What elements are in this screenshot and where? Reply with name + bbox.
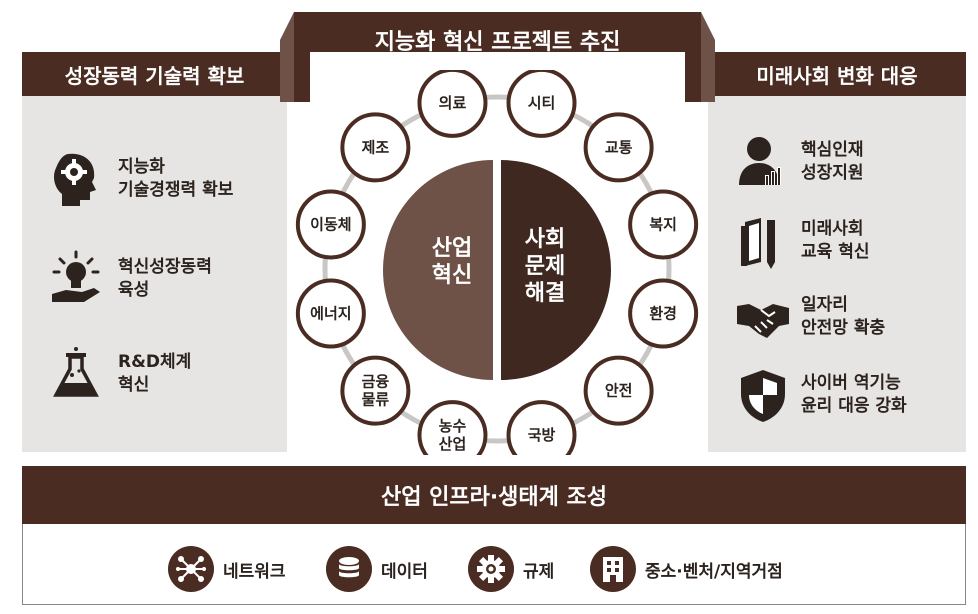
shield-icon <box>741 370 785 422</box>
wheel-node <box>295 278 366 349</box>
gear-icon <box>468 546 514 592</box>
industry-half <box>383 160 493 380</box>
wheel-node-label: 제조 <box>362 138 390 156</box>
right-item-label: 핵심인재 성장지원 <box>801 140 864 183</box>
flask-icon <box>53 347 99 397</box>
right-item-education: 미래사회 교육 혁신 <box>735 214 869 270</box>
wheel-node <box>628 189 699 260</box>
wheel-node <box>340 355 411 426</box>
wheel-node <box>583 112 654 183</box>
infra-label: 네트워크 <box>223 561 286 582</box>
infra-data: 데이터 <box>326 546 428 592</box>
wheel-node <box>417 70 488 138</box>
lightbulb-hand-icon <box>52 250 100 302</box>
center-header <box>280 12 715 102</box>
infra-sme-venture: 중소·벤처/지역거점 <box>590 546 783 592</box>
wheel-node-label: 에너지 <box>310 305 351 323</box>
infra-regulation: 규제 <box>468 546 554 592</box>
left-panel-title: 성장동력 기술력 확보 <box>22 52 287 96</box>
right-item-label: 사이버 역기능 윤리 대응 강화 <box>801 373 907 416</box>
head-gear-icon <box>54 153 96 206</box>
bottom-title: 산업 인프라·생태계 조성 <box>22 466 966 524</box>
wheel-node-label: 시티 <box>528 94 556 112</box>
person-chart-icon <box>739 137 781 185</box>
book-pen-icon <box>741 218 775 269</box>
center-title: 지능화 혁신 프로젝트 추진 <box>374 30 621 55</box>
right-panel-title: 미래사회 변화 대응 <box>708 52 966 96</box>
wheel-node <box>628 278 699 349</box>
left-item-rnd: R&D체계 혁신 <box>48 345 191 401</box>
wheel-node-label: 국방 <box>528 426 556 444</box>
infra-label: 중소·벤처/지역거점 <box>645 561 783 582</box>
wheel-ring <box>322 94 672 444</box>
left-item-growth: 혁신성장동력 육성 <box>48 250 212 306</box>
wheel-node-label: 안전 <box>605 382 633 400</box>
right-item-label: 일자리 안전망 확충 <box>801 295 886 338</box>
right-item-label: 미래사회 교육 혁신 <box>801 219 870 262</box>
wheel-node-label: 이동체 <box>310 215 351 233</box>
wheel-node <box>295 189 366 260</box>
infra-network: 네트워크 <box>168 546 286 592</box>
network-icon <box>168 546 214 592</box>
wheel-node-label: 교통 <box>605 138 633 156</box>
right-item-talent: 핵심인재 성장지원 <box>735 135 864 191</box>
infra-label: 규제 <box>523 561 555 582</box>
society-half <box>501 160 611 380</box>
handshake-icon <box>737 304 789 338</box>
left-item-label: 혁신성장동력 육성 <box>118 257 212 300</box>
left-item-label: R&D체계 혁신 <box>118 352 192 395</box>
infra-label: 데이터 <box>381 561 428 582</box>
right-item-jobs: 일자리 안전망 확충 <box>735 290 885 346</box>
wheel-node-label: 복지 <box>649 215 677 233</box>
wheel-node <box>506 400 577 455</box>
wheel-node <box>417 400 488 455</box>
wheel-node-label: 의료 <box>439 94 467 112</box>
wheel-node <box>506 70 577 138</box>
wheel-node-label: 환경 <box>649 305 677 323</box>
right-item-cyber: 사이버 역기능 윤리 대응 강화 <box>735 368 907 424</box>
wheel-node <box>340 112 411 183</box>
building-icon <box>590 546 636 592</box>
wheel-node <box>583 355 654 426</box>
left-item-ai-tech: 지능화 기술경쟁력 확보 <box>48 150 233 206</box>
left-item-label: 지능화 기술경쟁력 확보 <box>118 157 234 200</box>
database-icon <box>326 546 372 592</box>
